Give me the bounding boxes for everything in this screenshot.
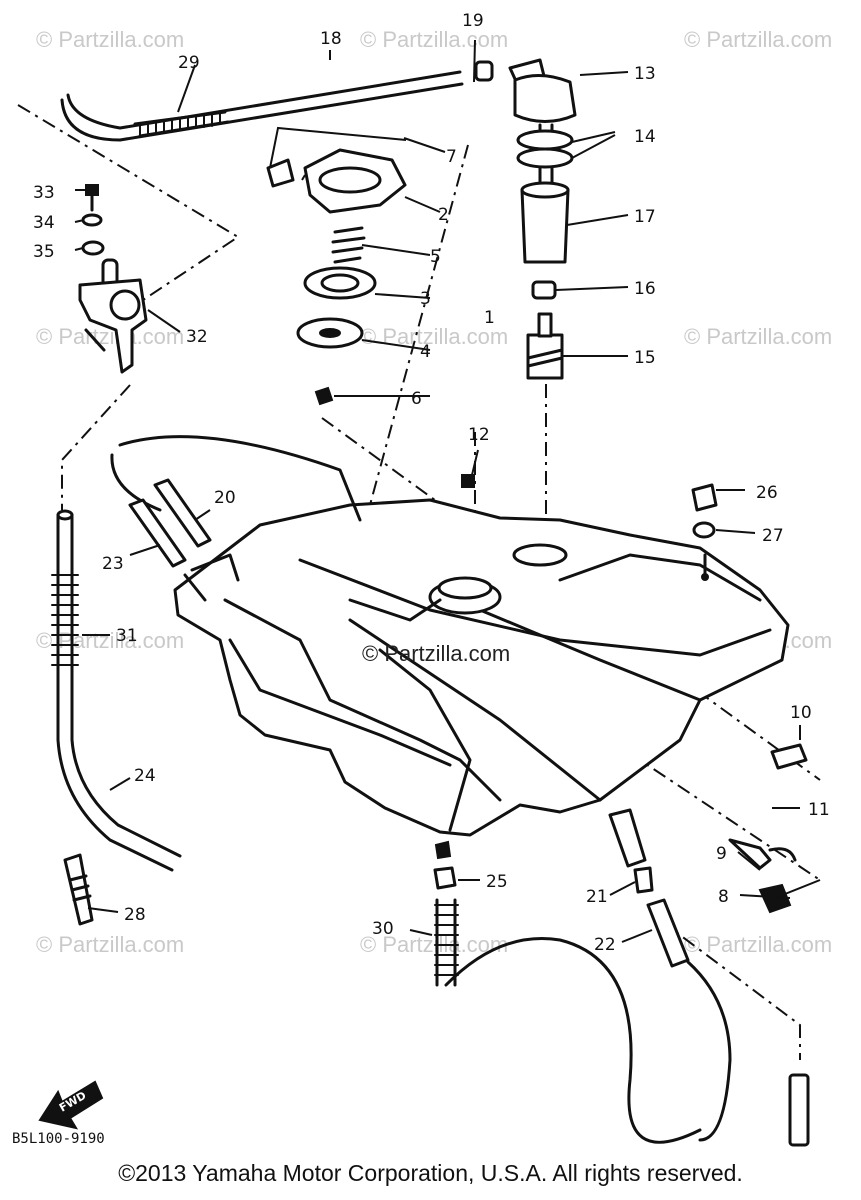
fuel-cap-parts xyxy=(266,148,407,406)
watermark: © Partzilla.com xyxy=(684,27,832,52)
callout-7: 7 xyxy=(446,147,457,167)
callout-32: 32 xyxy=(186,327,208,347)
watermark: © Partzilla.com xyxy=(684,932,832,957)
watermark: © Partzilla.com xyxy=(36,628,184,653)
watermark: © Partzilla.com xyxy=(36,27,184,52)
callout-10: 10 xyxy=(790,703,812,723)
callout-30: 30 xyxy=(372,919,394,939)
callout-27: 27 xyxy=(762,526,784,546)
callout-22: 22 xyxy=(594,935,616,955)
callout-31: 31 xyxy=(116,626,138,646)
watermark: © Partzilla.com xyxy=(360,932,508,957)
callout-11: 11 xyxy=(808,800,830,820)
callout-17: 17 xyxy=(634,207,656,227)
callout-20: 20 xyxy=(214,488,236,508)
callout-34: 34 xyxy=(33,213,55,233)
callout-2: 2 xyxy=(438,205,449,225)
diagram-code: B5L100-9190 xyxy=(12,1131,105,1147)
callout-12: 12 xyxy=(468,425,490,445)
callout-3: 3 xyxy=(420,289,431,309)
callout-15: 15 xyxy=(634,348,656,368)
gauge-parts xyxy=(474,58,577,380)
hoses xyxy=(51,70,810,1147)
callout-labels: 1 2 3 4 5 6 7 8 9 10 11 12 13 14 15 16 1… xyxy=(33,11,830,955)
callout-4: 4 xyxy=(420,342,431,362)
fuel-tank xyxy=(110,435,790,837)
center-watermark: © Partzilla.com xyxy=(362,641,510,666)
callout-19: 19 xyxy=(462,11,484,31)
callout-25: 25 xyxy=(486,872,508,892)
callout-9: 9 xyxy=(716,844,727,864)
small-parts xyxy=(63,474,808,926)
callout-18: 18 xyxy=(320,29,342,49)
callout-6: 6 xyxy=(411,389,422,409)
fuel-cock xyxy=(78,258,148,374)
callout-24: 24 xyxy=(134,766,156,786)
screws-washers xyxy=(81,184,105,256)
hose-spring-29 xyxy=(139,111,221,137)
callout-23: 23 xyxy=(102,554,124,574)
fwd-arrow: FWD xyxy=(38,1080,104,1130)
leader-lines xyxy=(74,39,821,943)
callout-13: 13 xyxy=(634,64,656,84)
callout-14: 14 xyxy=(634,127,656,147)
callout-29: 29 xyxy=(178,53,200,73)
hose-spring-31 xyxy=(51,574,79,666)
watermark: © Partzilla.com xyxy=(684,324,832,349)
watermark: © Partzilla.com xyxy=(360,324,508,349)
callout-33: 33 xyxy=(33,183,55,203)
callout-5: 5 xyxy=(430,247,441,267)
watermark: © Partzilla.com xyxy=(360,27,508,52)
callout-1: 1 xyxy=(484,308,495,328)
callout-8: 8 xyxy=(718,887,729,907)
callout-16: 16 xyxy=(634,279,656,299)
copyright-notice: ©2013 Yamaha Motor Corporation, U.S.A. A… xyxy=(118,1160,743,1186)
callout-21: 21 xyxy=(586,887,608,907)
callout-26: 26 xyxy=(756,483,778,503)
hose-spring-30 xyxy=(434,904,459,976)
callout-35: 35 xyxy=(33,242,55,262)
callout-28: 28 xyxy=(124,905,146,925)
watermark: © Partzilla.com xyxy=(36,932,184,957)
